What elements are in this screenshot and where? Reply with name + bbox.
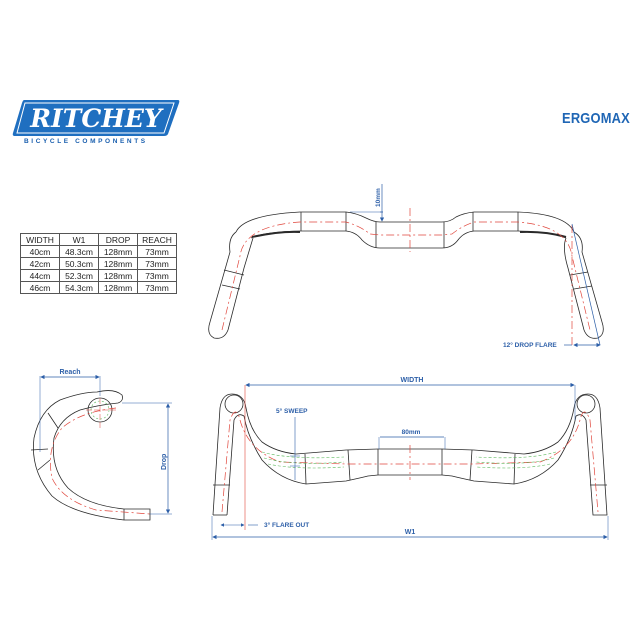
header-reach: REACH (137, 233, 177, 246)
flare-out-label: 3° FLARE OUT (264, 521, 309, 529)
reach-dimension: Reach (39, 369, 101, 452)
ritchey-logo: RITCHEY (12, 98, 180, 138)
drop-dimension: Drop (122, 402, 172, 515)
table-row: 42cm 50.3cm 128mm 73mm (20, 257, 177, 270)
cell-reach: 73mm (137, 245, 177, 258)
size-spec-table: WIDTH W1 DROP REACH 40cm 48.3cm 128mm 73… (20, 233, 177, 294)
top-view-drawing (212, 393, 608, 516)
sweep-label: 5° SWEEP (276, 407, 308, 415)
rise-label: 10mm (375, 188, 382, 207)
drop-flare-dimension: 12° DROP FLARE (503, 223, 601, 349)
width-label: WIDTH (401, 377, 424, 384)
sweep-dimension: 5° SWEEP (276, 407, 308, 480)
front-view-drawing (208, 211, 604, 339)
svg-text:RITCHEY: RITCHEY (29, 104, 164, 133)
table-header-row: WIDTH W1 DROP REACH (20, 233, 177, 246)
table-row: 46cm 54.3cm 128mm 73mm (20, 281, 177, 294)
brand-tagline: BICYCLE COMPONENTS (24, 138, 148, 145)
drop-label: Drop (161, 454, 168, 470)
width-dimension: WIDTH (244, 377, 576, 530)
cell-reach: 73mm (137, 281, 177, 294)
table-row: 44cm 52.3cm 128mm 73mm (20, 269, 177, 282)
reach-label: Reach (59, 369, 80, 376)
clamp-dimension: 80mm (378, 429, 446, 449)
rise-dimension: 10mm (350, 184, 385, 222)
drop-flare-label: 12° DROP FLARE (503, 341, 557, 349)
w1-dimension: W1 (211, 516, 609, 540)
product-name: ERGOMAX (562, 110, 630, 127)
clamp-label: 80mm (402, 429, 421, 436)
w1-label: W1 (405, 529, 416, 536)
flare-out-dimension: 3° FLARE OUT (220, 521, 309, 529)
